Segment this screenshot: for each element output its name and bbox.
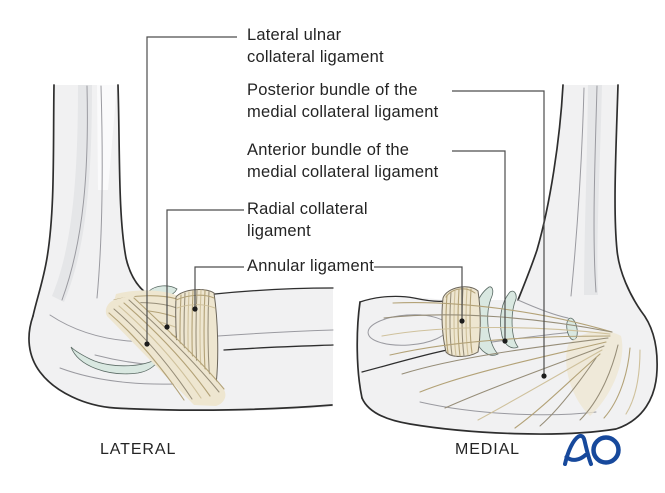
mcl-fiber bbox=[539, 357, 597, 427]
medial-annular-fiber bbox=[449, 291, 453, 356]
lucl-fiber bbox=[128, 299, 220, 393]
medial-annular-fiber bbox=[453, 289, 457, 357]
leader-posterior-bundle-mcl bbox=[452, 90, 545, 376]
mcl-fiber bbox=[389, 335, 611, 356]
mcl-fiber bbox=[381, 326, 611, 337]
medial-annular-fiber bbox=[461, 287, 465, 357]
medial-annular-fiber bbox=[445, 294, 449, 354]
rcl-over-cuff-fiber bbox=[175, 294, 215, 301]
humerus-inner-line-1 bbox=[61, 85, 88, 301]
medial-forearm-top-edge bbox=[359, 295, 446, 303]
leader-dot-anterior-bundle bbox=[502, 338, 508, 344]
radius-bottom-edge bbox=[217, 329, 334, 337]
mcl-fiber bbox=[419, 341, 607, 393]
leader-anterior-bundle-mcl bbox=[452, 150, 506, 341]
lucl-fiber bbox=[108, 312, 185, 401]
mcl-fiber bbox=[444, 345, 605, 409]
caption-lateral: LATERAL bbox=[100, 441, 177, 458]
lucl-fiber bbox=[113, 308, 193, 400]
medial-humerus-inner-line-2 bbox=[570, 87, 585, 297]
medial-forearm-left-end bbox=[356, 301, 363, 399]
mcl-fiber bbox=[401, 337, 609, 375]
leader-dot-annular-left bbox=[192, 306, 198, 312]
ao-logo bbox=[563, 433, 621, 466]
label-lateral-ulnar-collateral-ligament: Lateral ulnar collateral ligament bbox=[247, 26, 384, 66]
mcl-fiber bbox=[514, 353, 601, 429]
leader-dot-posterior-bundle bbox=[541, 373, 547, 379]
ao-logo-letter-a-bar bbox=[564, 453, 588, 462]
humerus-left-edge bbox=[32, 84, 55, 317]
ao-logo-letter-o bbox=[591, 435, 621, 465]
leader-radial-collateral-ligament bbox=[166, 209, 244, 327]
mcl-fiber bbox=[579, 344, 619, 421]
medial-humerus-left-edge bbox=[517, 84, 564, 301]
lateral-elbow-drawing bbox=[28, 84, 334, 412]
humerus-inner-line-2 bbox=[96, 85, 103, 299]
lucl-fiber bbox=[133, 297, 225, 390]
ulna-top-edge bbox=[223, 344, 334, 351]
leader-annular-ligament-left bbox=[194, 266, 244, 309]
medial-annular-band-edge bbox=[441, 286, 481, 357]
leader-dot-rcl bbox=[164, 324, 170, 330]
mcl-fiber bbox=[392, 302, 613, 333]
label-posterior-bundle-mcl: Posterior bundle of the medial collatera… bbox=[247, 81, 439, 121]
lucl-fiber bbox=[118, 305, 202, 399]
leader-lateral-ulnar-collateral-ligament bbox=[146, 36, 237, 344]
mcl-fiber bbox=[383, 314, 613, 333]
leader-annular-ligament-right bbox=[374, 266, 463, 321]
forearm-inner-line-1 bbox=[59, 367, 176, 385]
humerus-shade bbox=[52, 85, 92, 302]
radius-top-edge bbox=[214, 287, 334, 295]
medial-annular-fiber bbox=[465, 287, 469, 356]
leader-dot-lucl bbox=[144, 341, 150, 347]
mcl-fiber bbox=[603, 347, 631, 419]
leader-lines bbox=[144, 36, 547, 379]
ao-logo-letter-a bbox=[563, 433, 593, 466]
medial-annular-fiber bbox=[457, 288, 461, 357]
medial-annular-dome-fiber bbox=[445, 288, 476, 298]
medial-humerus-right-edge-and-corner bbox=[361, 84, 658, 435]
label-anterior-bundle-mcl: Anterior bundle of the medial collateral… bbox=[247, 141, 439, 181]
medial-humerus-shade bbox=[584, 85, 602, 295]
forearm-bottom-outline bbox=[28, 315, 333, 411]
medial-annular-fiber bbox=[469, 288, 473, 354]
label-annular-ligament: Annular ligament bbox=[247, 257, 375, 275]
leader-dot-annular-right bbox=[459, 318, 465, 324]
lucl-fiber bbox=[123, 302, 211, 397]
lateral-ulnar-collateral-ligament-shape bbox=[105, 295, 226, 406]
mcl-fiber bbox=[625, 349, 641, 415]
mcl-fan-wash bbox=[566, 331, 623, 416]
label-radial-collateral-ligament: Radial collateral ligament bbox=[247, 200, 368, 240]
caption-medial: MEDIAL bbox=[455, 441, 520, 458]
mcl-fiber bbox=[477, 349, 603, 421]
medial-elbow-drawing bbox=[356, 84, 658, 435]
medial-forearm-bottom-inner bbox=[419, 401, 597, 416]
rcl-over-cuff-fiber bbox=[176, 304, 216, 309]
medial-humerus-inner-line-1 bbox=[593, 85, 598, 293]
